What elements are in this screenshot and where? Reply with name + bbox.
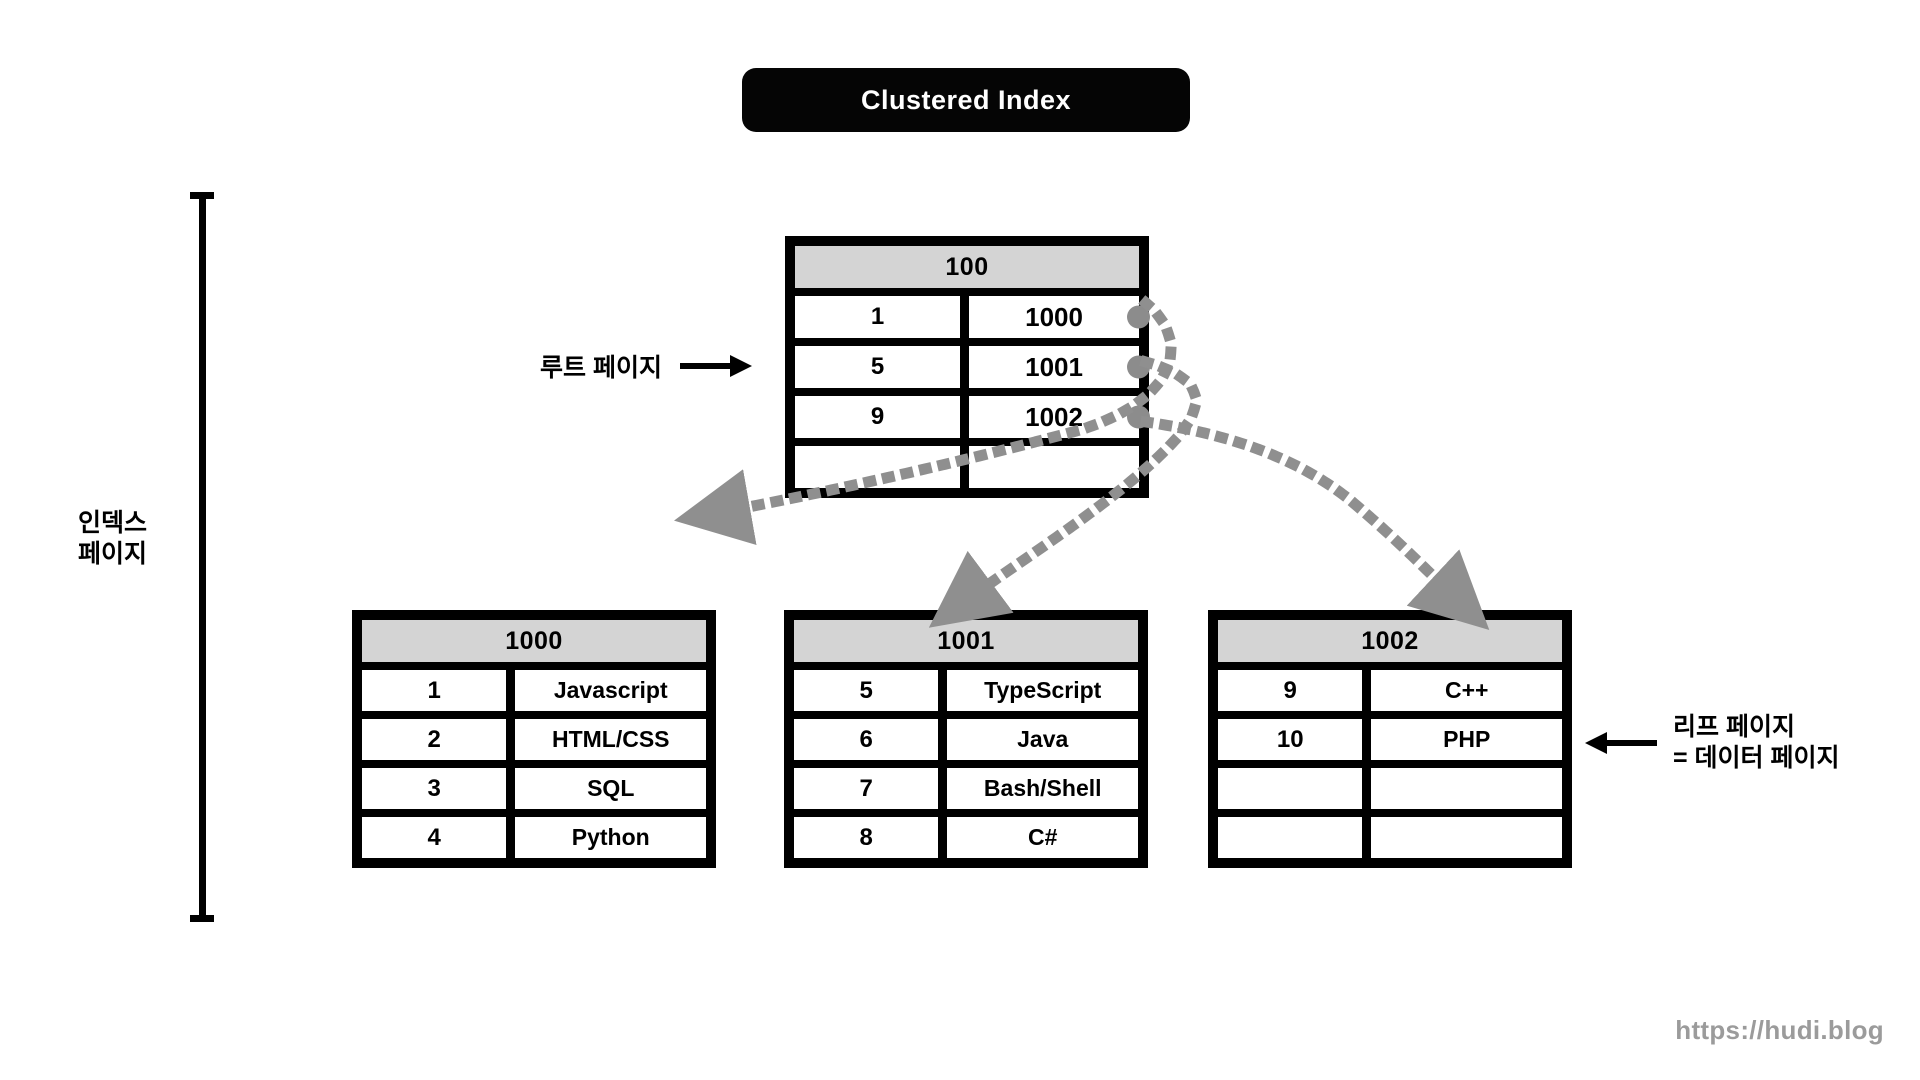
leaf-page-rows: 1 Javascript 2 HTML/CSS 3 SQL 4 Python xyxy=(362,662,706,858)
page-title-badge: Clustered Index xyxy=(742,68,1190,132)
row-value: HTML/CSS xyxy=(515,719,706,760)
row-key: 10 xyxy=(1218,719,1363,760)
row-value: SQL xyxy=(515,768,706,809)
pointer-dot-icon xyxy=(1127,305,1150,329)
leaf-page-1001-table: 1001 5 TypeScript 6 Java 7 Bash/Shell 8 … xyxy=(784,610,1148,868)
arrow-right-icon xyxy=(679,355,752,377)
table-row: 2 HTML/CSS xyxy=(362,719,706,760)
table-row: 3 SQL xyxy=(362,768,706,809)
connector-root-to-1002 xyxy=(1139,415,1490,631)
table-row xyxy=(1218,817,1562,858)
root-page-caption: 루트 페이지 xyxy=(540,348,752,384)
row-key: 8 xyxy=(794,817,939,858)
table-row: 5 TypeScript xyxy=(794,670,1138,711)
row-key: 2 xyxy=(362,719,507,760)
row-value xyxy=(1371,768,1562,809)
bracket-bar xyxy=(199,192,206,922)
table-row: 4 Python xyxy=(362,817,706,858)
row-value: PHP xyxy=(1371,719,1562,760)
row-key xyxy=(795,446,961,488)
root-page-label: 루트 페이지 xyxy=(540,354,662,382)
row-value: 1002 xyxy=(969,396,1150,438)
page-title: Clustered Index xyxy=(860,84,1072,115)
arrow-left-icon xyxy=(1585,732,1657,755)
row-key: 3 xyxy=(362,768,507,809)
row-key: 9 xyxy=(1218,670,1363,711)
table-row: 8 C# xyxy=(794,817,1138,858)
row-value: Java xyxy=(947,719,1138,760)
root-page-header: 100 xyxy=(795,246,1139,288)
row-key xyxy=(1218,768,1363,809)
row-value: 1000 xyxy=(969,296,1150,338)
leaf-page-header: 1002 xyxy=(1218,620,1562,662)
table-row: 1 1000 xyxy=(795,296,1150,338)
row-key: 7 xyxy=(794,768,939,809)
row-value: TypeScript xyxy=(947,670,1138,711)
table-row xyxy=(1218,768,1562,809)
bracket-cap-bottom xyxy=(190,915,214,922)
row-key: 5 xyxy=(795,346,961,388)
table-row: 9 C++ xyxy=(1218,670,1562,711)
row-value: Python xyxy=(515,817,706,858)
table-row: 5 1001 xyxy=(795,346,1150,388)
row-key: 1 xyxy=(362,670,507,711)
watermark: https://hudi.blog xyxy=(1675,1015,1884,1045)
row-key: 6 xyxy=(794,719,939,760)
leaf-page-header: 1000 xyxy=(362,620,706,662)
root-page-rows: 1 1000 5 1001 9 1002 xyxy=(795,288,1150,488)
leaf-page-header: 1001 xyxy=(794,620,1138,662)
root-page-table: 100 1 1000 5 1001 9 1002 xyxy=(785,236,1150,498)
pointer-dot-icon xyxy=(1127,405,1150,429)
leaf-page-label: 리프 페이지 = 데이터 페이지 xyxy=(1673,713,1840,773)
pointer-dot-icon xyxy=(1127,355,1150,379)
leaf-page-1002-table: 1002 9 C++ 10 PHP xyxy=(1208,610,1572,868)
table-row: 1 Javascript xyxy=(362,670,706,711)
row-value: Javascript xyxy=(515,670,706,711)
leaf-page-caption: 리프 페이지 = 데이터 페이지 xyxy=(1585,712,1840,775)
row-value: 1001 xyxy=(969,346,1150,388)
row-key: 9 xyxy=(795,396,961,438)
row-key: 5 xyxy=(794,670,939,711)
index-page-label: 인덱스 페이지 xyxy=(78,509,148,568)
row-value: Bash/Shell xyxy=(947,768,1138,809)
table-row: 9 1002 xyxy=(795,396,1150,438)
row-value: C# xyxy=(947,817,1138,858)
row-value xyxy=(1371,817,1562,858)
row-key xyxy=(1218,817,1363,858)
table-row: 10 PHP xyxy=(1218,719,1562,760)
table-row: 6 Java xyxy=(794,719,1138,760)
index-page-bracket xyxy=(190,192,214,922)
row-key: 4 xyxy=(362,817,507,858)
table-row: 7 Bash/Shell xyxy=(794,768,1138,809)
row-key: 1 xyxy=(795,296,961,338)
row-value xyxy=(969,446,1139,488)
leaf-page-rows: 5 TypeScript 6 Java 7 Bash/Shell 8 C# xyxy=(794,662,1138,858)
table-row xyxy=(795,446,1139,488)
row-value: C++ xyxy=(1371,670,1562,711)
leaf-page-1000-table: 1000 1 Javascript 2 HTML/CSS 3 SQL 4 Pyt… xyxy=(352,610,716,868)
leaf-page-rows: 9 C++ 10 PHP xyxy=(1218,662,1562,858)
